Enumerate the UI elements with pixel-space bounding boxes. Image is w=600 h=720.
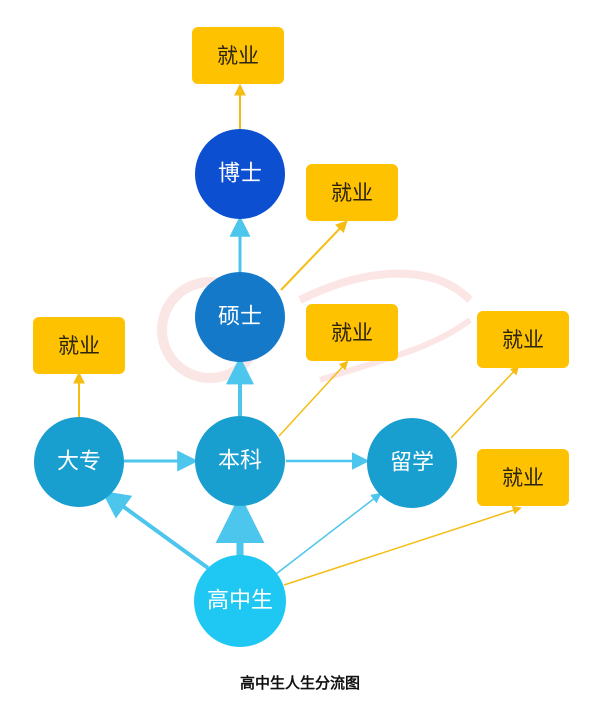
node-gaozhong: 高中生 <box>194 555 286 647</box>
node-shuoshi: 硕士 <box>195 272 285 362</box>
job-box: 就业 <box>306 304 398 361</box>
job-label: 就业 <box>331 321 373 345</box>
node-liuxue: 留学 <box>367 418 457 508</box>
edge-liuxue-job <box>450 365 520 439</box>
node-label: 高中生 <box>207 589 273 614</box>
edge-gaozhong-liuxue <box>275 492 382 575</box>
job-label: 就业 <box>502 328 544 352</box>
edge-benke-job <box>278 360 349 437</box>
edge-gaozhong-job <box>283 505 522 586</box>
job-label: 就业 <box>217 44 259 68</box>
node-label: 本科 <box>218 449 262 474</box>
node-label: 硕士 <box>218 305 262 330</box>
job-box: 就业 <box>192 27 284 84</box>
job-box: 就业 <box>477 449 569 506</box>
edge-shuoshi-job <box>280 220 348 291</box>
node-boshi: 博士 <box>195 129 285 219</box>
node-dazhuan: 大专 <box>34 417 124 507</box>
job-label: 就业 <box>331 181 373 205</box>
edges-yellow <box>73 83 522 586</box>
node-benke: 本科 <box>195 416 285 506</box>
job-box: 就业 <box>33 317 125 374</box>
job-label: 就业 <box>502 466 544 490</box>
edge-gaozhong-dazhuan <box>101 490 210 570</box>
job-box: 就业 <box>477 311 569 368</box>
job-label: 就业 <box>58 334 100 358</box>
node-label: 大专 <box>57 450 101 475</box>
diagram-caption: 高中生人生分流图 <box>239 674 360 692</box>
edges-blue <box>101 215 382 575</box>
node-label: 博士 <box>218 162 262 187</box>
job-box: 就业 <box>306 164 398 221</box>
node-label: 留学 <box>390 451 434 476</box>
